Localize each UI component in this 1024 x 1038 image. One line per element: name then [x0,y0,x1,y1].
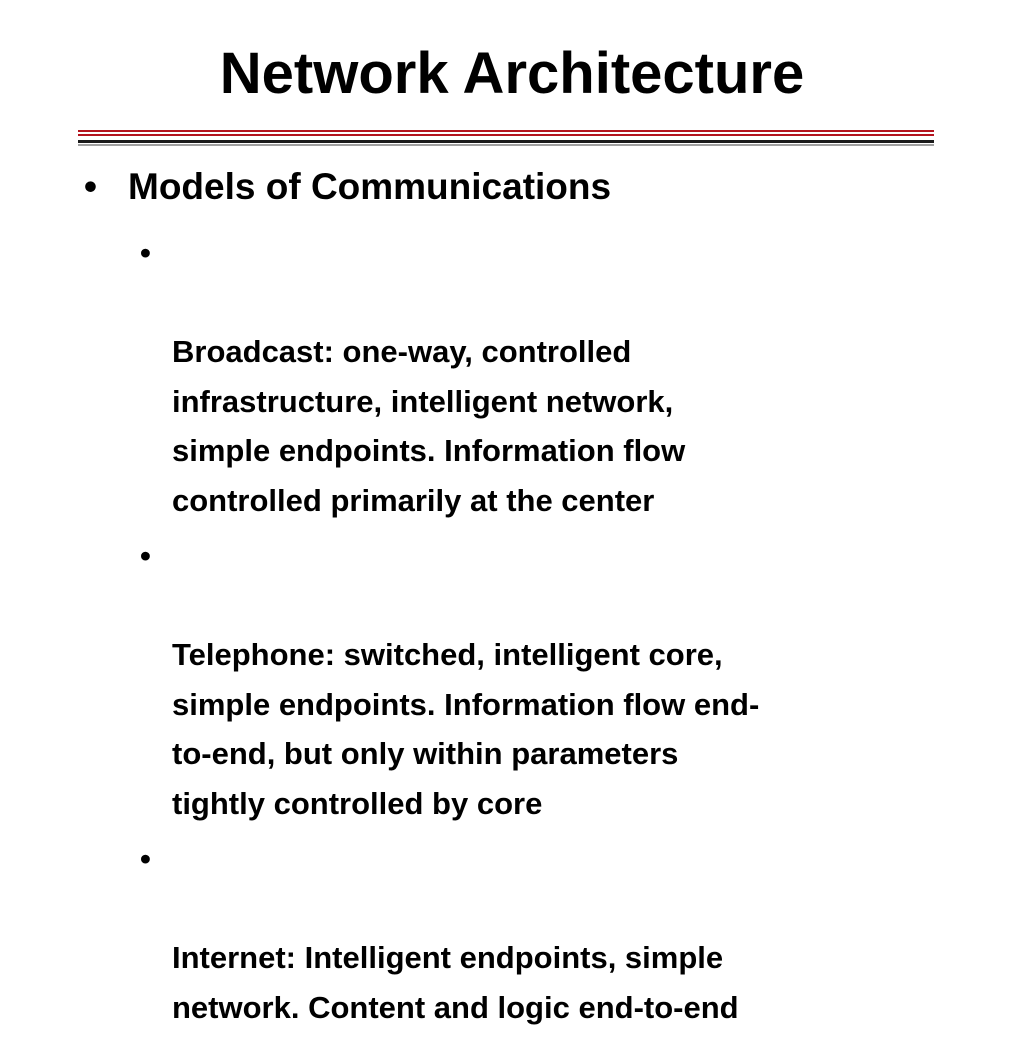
sub-bullet-telephone: • Telephone: switched, intelligent core,… [140,531,940,828]
sub-bullet-text: Internet: Intelligent endpoints, simple … [172,940,739,1025]
bullet-icon: • [140,235,151,270]
sub-bullet-internet: • Internet: Intelligent endpoints, simpl… [140,834,940,1032]
sub-bullet-text: Telephone: switched, intelligent core, s… [172,637,760,821]
title-underline-shadow [78,144,934,146]
sub-bullet-list: • Broadcast: one-way, controlled infrast… [140,228,940,1038]
sub-bullet-text: Broadcast: one-way, controlled infrastru… [172,334,686,518]
slide: Network Architecture • Models of Communi… [78,41,934,1025]
sub-bullet-broadcast: • Broadcast: one-way, controlled infrast… [140,228,940,525]
bullet-icon: • [140,841,151,876]
title-underline-black [78,140,934,143]
bullet-icon: • [140,538,151,573]
slide-title: Network Architecture [219,41,805,106]
bullet-icon: • [84,166,97,207]
title-underline-red-bottom [78,134,934,136]
main-bullet-text: Models of Communications [128,166,612,207]
title-underline-red-top [78,130,934,132]
